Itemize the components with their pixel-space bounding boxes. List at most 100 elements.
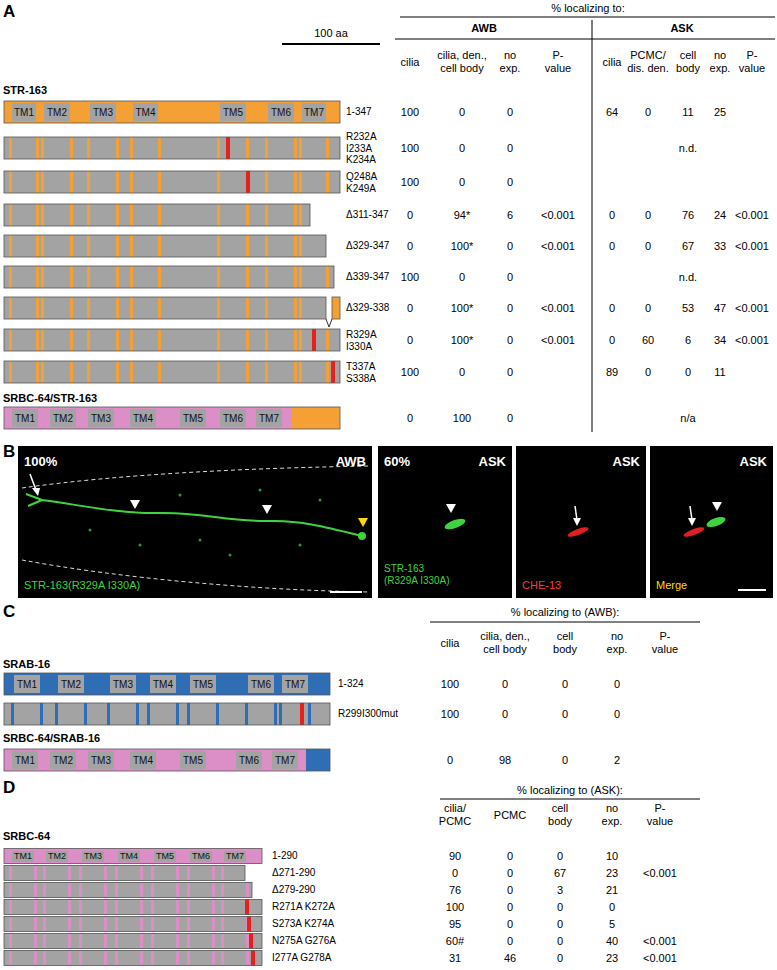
bar-segment bbox=[116, 171, 119, 193]
tm-box: TM4 bbox=[130, 751, 156, 769]
column-header: P-value bbox=[735, 49, 769, 74]
arrow bbox=[30, 474, 36, 490]
table-cell: 60# bbox=[446, 935, 464, 948]
bar-segment bbox=[176, 866, 179, 881]
table-cell: 100 bbox=[401, 176, 419, 189]
bar-segment bbox=[217, 137, 220, 159]
bar-segment bbox=[4, 361, 340, 383]
tm-box: TM3 bbox=[110, 675, 136, 693]
tm-label: TM2 bbox=[53, 413, 73, 424]
bar-segment bbox=[299, 361, 302, 383]
table-cell: <0.001 bbox=[541, 302, 575, 315]
table-cell: 0 bbox=[562, 708, 568, 721]
tm-label: TM1 bbox=[17, 679, 37, 690]
scale-bar bbox=[330, 591, 362, 593]
table-cell: 24 bbox=[714, 209, 726, 222]
bar-segment bbox=[70, 171, 73, 193]
bar-segment bbox=[176, 951, 179, 966]
tm-label: TM3 bbox=[91, 755, 111, 766]
column-header: no exp. bbox=[494, 49, 526, 74]
table-cell: 100 bbox=[441, 708, 459, 721]
bar-segment bbox=[70, 297, 73, 319]
table-cell: n/a bbox=[680, 412, 695, 425]
puncta bbox=[89, 489, 322, 557]
tm-label: TM5 bbox=[183, 755, 203, 766]
micrograph bbox=[378, 446, 512, 598]
bar-segment bbox=[116, 361, 119, 383]
table-cell: 98 bbox=[499, 754, 511, 767]
column-header: P-value bbox=[648, 630, 682, 655]
bar-segment bbox=[246, 934, 249, 949]
bar-segment bbox=[34, 917, 37, 932]
table-cell: 0 bbox=[459, 142, 465, 155]
bar-segment bbox=[212, 917, 215, 932]
bar-segment bbox=[306, 749, 330, 771]
column-header: cilia bbox=[441, 637, 460, 650]
tm-box: TM3 bbox=[90, 103, 116, 121]
tm-label: TM1 bbox=[14, 851, 32, 861]
tm-label: TM6 bbox=[223, 413, 243, 424]
bar-segment bbox=[4, 883, 252, 898]
bar-segment bbox=[34, 883, 37, 898]
bar-segment bbox=[43, 866, 46, 881]
table-cell: 100 bbox=[441, 678, 459, 691]
column-header: cell body bbox=[671, 49, 705, 74]
table-cell: 0 bbox=[507, 302, 513, 315]
bar-segment bbox=[9, 883, 12, 898]
bar-segment bbox=[216, 703, 219, 725]
tm-box: TM6 bbox=[248, 675, 274, 693]
table-cell: 0 bbox=[609, 240, 615, 253]
table-cell: 100 bbox=[453, 412, 471, 425]
table-cell: 0 bbox=[407, 412, 413, 425]
table-cell: 0 bbox=[459, 106, 465, 119]
construct-name: Δ339-347 bbox=[346, 271, 389, 283]
tm-box: TM5 bbox=[154, 851, 176, 862]
table-cell: 0 bbox=[507, 106, 513, 119]
column-header: PCMC bbox=[494, 809, 526, 822]
table-cell: <0.001 bbox=[735, 334, 769, 347]
column-header: cell body bbox=[542, 802, 578, 827]
column-header: cilia, den., cell body bbox=[477, 630, 533, 655]
construct-name: 1-324 bbox=[338, 678, 364, 690]
table-cell: 0 bbox=[614, 678, 620, 691]
construct-name: T337A S338A bbox=[346, 361, 390, 384]
bar-segment bbox=[70, 204, 73, 226]
tm-label: TM6 bbox=[251, 679, 271, 690]
tm-box: TM7 bbox=[256, 409, 282, 427]
bar-segment bbox=[41, 266, 44, 288]
table-cell: 90 bbox=[449, 850, 461, 863]
tm-box: TM2 bbox=[58, 675, 84, 693]
tm-box: TM5 bbox=[180, 751, 206, 769]
bar-segment bbox=[4, 137, 340, 159]
bar-segment bbox=[34, 951, 37, 966]
tm-box: TM6 bbox=[190, 851, 212, 862]
bar-segment bbox=[187, 951, 190, 966]
bar-segment bbox=[36, 329, 39, 351]
bar-segment bbox=[115, 900, 118, 915]
bar-segment bbox=[4, 900, 262, 915]
table-cell: 0 bbox=[609, 302, 615, 315]
worm-outline bbox=[22, 466, 370, 488]
tm-label: TM5 bbox=[223, 107, 243, 118]
table-cell: 6 bbox=[685, 334, 691, 347]
bar-segment bbox=[36, 297, 39, 319]
bar-segment bbox=[246, 235, 249, 257]
table-cell: 2 bbox=[614, 754, 620, 767]
bar-segment bbox=[299, 235, 302, 257]
bar-segment bbox=[43, 883, 46, 898]
tm-box: TM7 bbox=[282, 675, 308, 693]
bar-segment bbox=[87, 204, 90, 226]
tm-box: TM4 bbox=[133, 103, 158, 121]
bar-segment bbox=[294, 171, 297, 193]
arrowhead bbox=[130, 500, 140, 509]
column-header: P-value bbox=[643, 802, 677, 827]
bar-segment bbox=[4, 101, 340, 123]
bar-segment bbox=[115, 951, 118, 966]
bar-segment bbox=[87, 297, 90, 319]
tm-label: TM7 bbox=[275, 755, 295, 766]
table-cell: 67 bbox=[682, 240, 694, 253]
bar-segment bbox=[212, 866, 215, 881]
table-cell: 94* bbox=[454, 209, 471, 222]
bar-segment bbox=[221, 917, 224, 932]
tm-box: TM1 bbox=[14, 675, 40, 693]
